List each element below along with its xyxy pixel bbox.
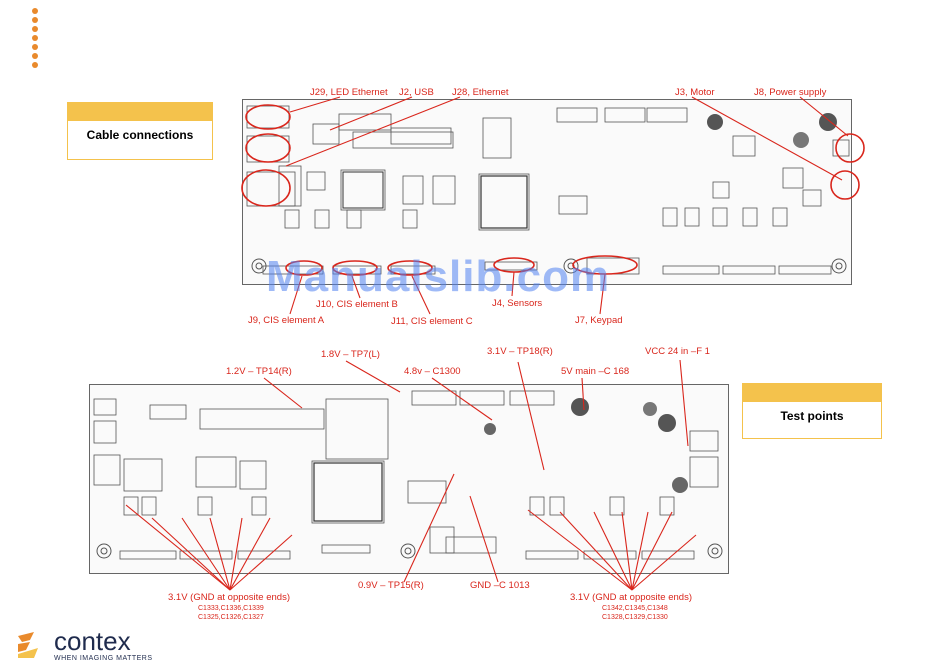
label-j9: J9, CIS element A <box>248 315 325 326</box>
label-tp15: 0.9V – TP15(R) <box>358 580 424 591</box>
cable-connections-box: Cable connections <box>67 102 213 160</box>
label-c1300: 4.8v – C1300 <box>404 366 461 377</box>
logo-tagline: WHEN IMAGING MATTERS <box>54 655 153 662</box>
label-j2: J2, USB <box>399 87 434 98</box>
label-left-3v1: 3.1V (GND at opposite ends) <box>168 592 290 603</box>
label-vcc: VCC 24 in –F 1 <box>645 346 710 357</box>
decorative-dots <box>32 8 40 71</box>
label-j10: J10, CIS element B <box>316 299 398 310</box>
pcb-bottom-diagram <box>89 384 729 574</box>
label-left-caps-1: C1333,C1336,C1339 <box>198 605 264 612</box>
label-j3: J3, Motor <box>675 87 715 98</box>
watermark: Manualslib.com <box>266 252 611 301</box>
contex-logo-icon <box>18 632 38 658</box>
label-j11: J11, CIS element C <box>391 316 473 327</box>
label-j7: J7, Keypad <box>575 315 623 326</box>
label-c1013: GND –C 1013 <box>470 580 530 591</box>
label-right-3v1: 3.1V (GND at opposite ends) <box>570 592 692 603</box>
label-tp18: 3.1V – TP18(R) <box>487 346 553 357</box>
label-c168: 5V main –C 168 <box>561 366 630 377</box>
label-j8: J8, Power supply <box>754 87 827 98</box>
label-right-caps-2: C1328,C1329,C1330 <box>602 614 668 621</box>
test-points-box: Test points <box>742 383 882 439</box>
logo-name: contex <box>54 626 131 656</box>
label-left-caps-2: C1325,C1326,C1327 <box>198 614 264 621</box>
cable-connections-title: Cable connections <box>86 128 194 142</box>
label-tp7: 1.8V – TP7(L) <box>321 349 380 360</box>
label-tp14: 1.2V – TP14(R) <box>226 366 292 377</box>
label-right-caps-1: C1342,C1345,C1348 <box>602 605 668 612</box>
test-points-title: Test points <box>780 409 844 423</box>
label-j28: J28, Ethernet <box>452 87 509 98</box>
label-j29: J29, LED Ethernet <box>310 87 388 98</box>
label-j4: J4, Sensors <box>492 298 543 309</box>
